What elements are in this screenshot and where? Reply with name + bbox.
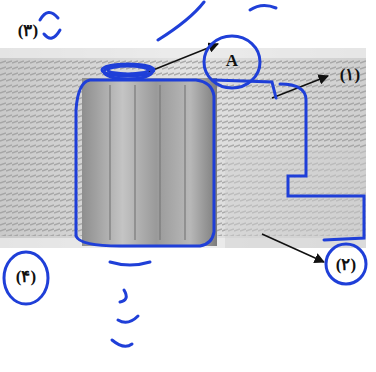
callout-number: (۲) — [336, 256, 356, 273]
part-letter: A — [226, 52, 238, 69]
callout-number: (۳) — [18, 22, 38, 39]
callout-number: (۱) — [340, 66, 360, 83]
hand-annotation — [4, 2, 366, 346]
callout-number: (۴) — [16, 268, 36, 285]
